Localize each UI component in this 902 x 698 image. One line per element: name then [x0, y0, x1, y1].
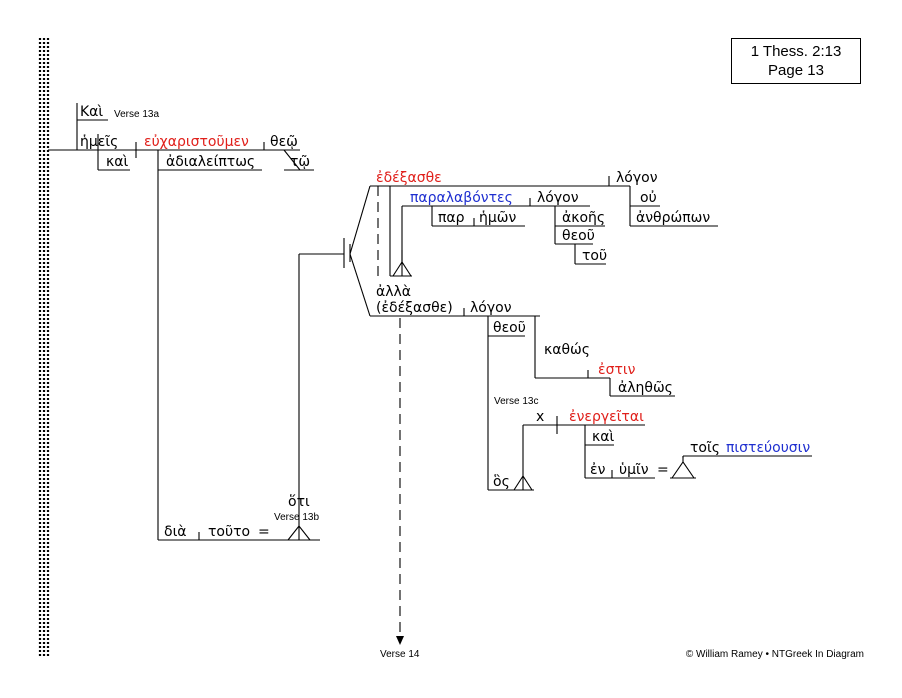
- word-estin: ἐστιν: [598, 362, 636, 378]
- word-en: ἐν: [590, 462, 606, 478]
- word-eucharistoumen: εὐχαριστοῦμεν: [144, 134, 249, 150]
- word-edexasthe: ἐδέξασθε: [376, 170, 442, 186]
- word-touto: τοῦτο: [208, 524, 250, 540]
- word-hos: ὃς: [493, 474, 510, 490]
- word-theo: θεῷ: [270, 134, 298, 150]
- word-akoes: ἀκοῆς: [562, 210, 605, 226]
- verse14-arrow-icon: [396, 636, 404, 645]
- word-energeitai: ἐνεργεῖται: [569, 409, 644, 425]
- word-tou: τοῦ: [582, 248, 607, 264]
- word-humin: ὑμῖν: [619, 462, 649, 478]
- word-kathos: καθώς: [544, 342, 590, 358]
- word-x: x: [536, 409, 544, 425]
- word-kai-2: καὶ: [592, 429, 614, 445]
- word-hemon: ἡμῶν: [479, 210, 517, 226]
- equals-sign-2: =: [258, 524, 270, 540]
- word-edexasthe-paren: (ἐδέξασθε): [376, 300, 453, 316]
- copyright-notice: © William Ramey • NTGreek In Diagram: [686, 649, 864, 660]
- left-border: [38, 38, 50, 658]
- reference-page: Page 13: [768, 62, 824, 79]
- word-theou-2: θεοῦ: [493, 320, 526, 336]
- word-kai-intro: Καὶ: [80, 104, 103, 120]
- word-alla: ἀλλὰ: [376, 284, 411, 300]
- label-verse-13c: Verse 13c: [494, 396, 538, 407]
- word-hoti: ὅτι: [288, 494, 310, 510]
- label-verse-13b: Verse 13b: [274, 512, 319, 523]
- word-theou-1: θεοῦ: [562, 228, 595, 244]
- word-logon-1: λόγον: [616, 170, 658, 186]
- word-paralabontes: παραλαβόντες: [410, 190, 513, 206]
- reference-box: 1 Thess. 2:13 Page 13: [731, 38, 861, 84]
- word-pisteuousin: πιστεύουσιν: [726, 440, 810, 456]
- word-dia: διὰ: [164, 524, 187, 540]
- word-anthropon: ἀνθρώπων: [636, 210, 710, 226]
- word-to: τῷ: [290, 154, 310, 170]
- word-ou: οὐ: [640, 190, 657, 206]
- word-kai-1: καὶ: [106, 154, 128, 170]
- diagram-lines: [48, 103, 812, 636]
- label-verse-14: Verse 14: [380, 649, 420, 660]
- word-logon-3: λόγον: [470, 300, 512, 316]
- word-tois: τοῖς: [690, 440, 720, 456]
- word-logon-2: λόγον: [537, 190, 579, 206]
- equals-sign-1: =: [657, 462, 669, 478]
- word-hemeis: ἡμεῖς: [80, 134, 118, 150]
- word-alethos: ἀληθῶς: [618, 380, 673, 396]
- pedestals: [287, 250, 695, 541]
- reference-verse: 1 Thess. 2:13: [750, 43, 842, 60]
- word-par: παρ: [438, 210, 465, 226]
- word-adialeiptos: ἀδιαλείπτως: [166, 154, 255, 170]
- label-verse-13a: Verse 13a: [114, 109, 159, 120]
